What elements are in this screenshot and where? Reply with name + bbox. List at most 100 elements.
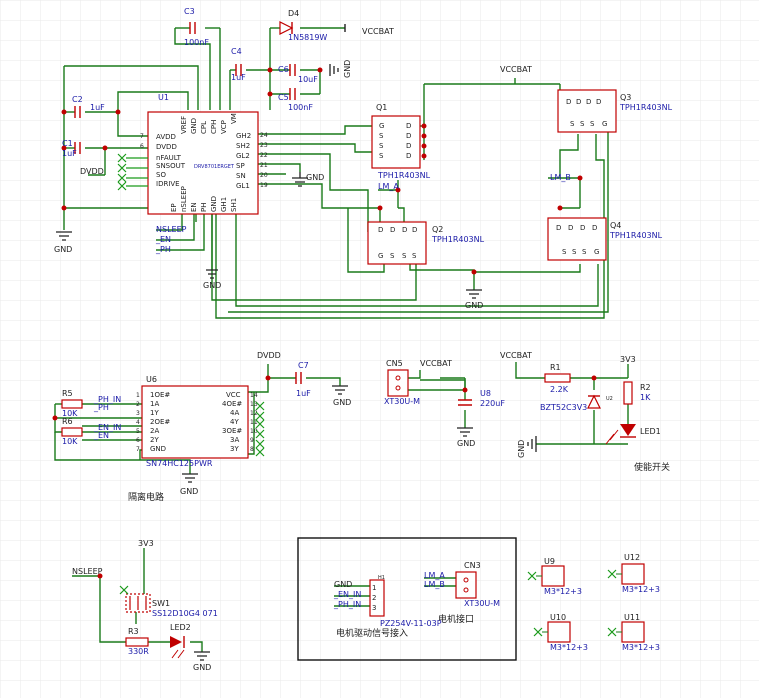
- u1-num-22: 22: [260, 152, 268, 159]
- u6-pins_left-0: 1OE#: [150, 391, 170, 399]
- u6-pins_right-6: 3Y: [230, 445, 239, 453]
- h1-part: PZ254V-11-03P: [380, 619, 442, 628]
- net-en-u1: _EN: [155, 235, 171, 244]
- gnd-label-led2: GND: [193, 663, 211, 672]
- u6-part: SN74HC125PWR: [146, 459, 213, 468]
- mounts-3-ref: U11: [624, 613, 640, 622]
- q_pins-d: D: [406, 132, 411, 140]
- net-lmb: LM_B: [550, 173, 571, 182]
- net-vccbat-r1: VCCBAT: [500, 351, 532, 360]
- h1-pins-2: 3: [372, 604, 376, 612]
- u6-numbers_right-0: 14: [250, 392, 258, 399]
- u1-pin-gnd-top: GND: [190, 118, 198, 134]
- net-vccbat-bridge: VCCBAT: [500, 65, 532, 74]
- net-ph-in-u6: _PH_IN: [93, 395, 121, 404]
- mount-u9[interactable]: U9 M3*12+3: [527, 557, 582, 596]
- gnd-label-u1: GND: [203, 281, 221, 290]
- u1-num-21: 21: [260, 162, 268, 169]
- u1-pin-sp: SP: [236, 162, 245, 170]
- cn5-connector[interactable]: CN5 XT30U-M: [384, 359, 420, 406]
- d4-diode[interactable]: D4 1N5819W: [279, 9, 327, 42]
- u6-numbers_left-1: 2: [136, 401, 140, 408]
- u1-num-23: 23: [260, 142, 268, 149]
- net-lma: LM_A: [378, 182, 399, 191]
- caption-motor-port: 电机接口: [438, 613, 474, 625]
- mounts-2-ref: U10: [550, 613, 566, 622]
- u6-numbers_left-3: 4: [136, 419, 140, 426]
- c7-ref: C7: [298, 361, 309, 370]
- q1-mosfet[interactable]: GS SS DD DD Q1 TPH1R403NL: [371, 103, 431, 180]
- u8-val: 220uF: [480, 399, 505, 408]
- u6-pins_left-3: 2OE#: [150, 418, 170, 426]
- u1-pin-avdd: AVDD: [156, 133, 176, 141]
- zener-diode[interactable]: U2 BZT52C3V3: [540, 394, 613, 412]
- resistor-labels: R5 10K R6 10K R1 2.2K R2 1K R3 330R: [62, 363, 651, 656]
- mount-u12[interactable]: U12 M3*12+3: [607, 553, 660, 594]
- c2-val: 1uF: [90, 103, 105, 112]
- u6-pins_right-0: VCC: [226, 391, 241, 399]
- net-nsleep-u1: NSLEEP: [156, 225, 187, 234]
- u1-pin-ph: PH: [200, 203, 208, 213]
- net-en-u6: _EN: [93, 431, 109, 440]
- u6-no-connect-marks: [255, 401, 265, 457]
- u6-numbers_right-6: 8: [250, 446, 254, 453]
- h1-pins-0: 1: [372, 584, 376, 592]
- u6-numbers_right-1: 13: [250, 401, 258, 408]
- gnd-symbols: [56, 64, 537, 661]
- cn3-connector[interactable]: CN3 XT30U-M LM_A LM_B: [424, 561, 500, 608]
- q_pins-d: D: [568, 224, 573, 232]
- net-3v3-sw: 3V3: [138, 539, 154, 548]
- u1-part: DRV8701ERGET: [194, 164, 235, 170]
- resistors-r1-val: 2.2K: [550, 385, 569, 394]
- u1-pin-gh1: GH1: [220, 197, 228, 212]
- gnd-labels: GND GND GND GND GND GND GND GND GND GND: [54, 60, 526, 672]
- h1-connector[interactable]: H1 123 GND _EN_IN _PH_IN PZ254V-11-03P: [333, 575, 442, 628]
- c6-val: 10uF: [298, 75, 318, 84]
- q_pins-g: G: [378, 252, 383, 260]
- q_pins-s: S: [590, 120, 595, 128]
- u1-pin-vcp: VCP: [220, 120, 228, 134]
- u1-pin-en: EN: [190, 202, 198, 212]
- mounts-1-ref: U12: [624, 553, 640, 562]
- q_pins-d: D: [592, 224, 597, 232]
- u6-pins_left-1: 1A: [150, 400, 159, 408]
- resistors-r3-ref: R3: [128, 627, 139, 636]
- q_pins-g: G: [594, 248, 599, 256]
- u1-pin-cph: CPH: [210, 120, 218, 134]
- led2[interactable]: LED2: [170, 623, 191, 659]
- h1-pins-1: 2: [372, 594, 376, 602]
- q_pins-s: S: [572, 248, 577, 256]
- u6-pins_left-4: 2A: [150, 427, 159, 435]
- net-vccbat-cn5: VCCBAT: [420, 359, 452, 368]
- led1[interactable]: LED1: [605, 424, 661, 445]
- u6-pins_left-6: GND: [150, 445, 166, 453]
- u1-pin-gnd-bottom: GND: [210, 196, 218, 212]
- net-dvdd-u1: DVDD: [80, 167, 104, 176]
- u1-pin-dvdd: DVDD: [156, 143, 177, 151]
- mount-u10[interactable]: U10 M3*12+3: [533, 613, 588, 652]
- u1-pin-vref: VREF: [180, 116, 188, 134]
- u1-driver-ic[interactable]: U1 DRV8701ERGET nFAULT SNSOUT SO IDRIVE …: [117, 93, 268, 215]
- net-dvdd-u6: DVDD: [257, 351, 281, 360]
- sw1-switch[interactable]: SW1 SS12D10G4 071: [119, 585, 218, 618]
- q_pins-d: D: [406, 122, 411, 130]
- q1-ref: Q1: [376, 103, 387, 112]
- cn3-part: XT30U-M: [464, 599, 500, 608]
- q_pins-s: S: [580, 120, 585, 128]
- mount-u11[interactable]: U11 M3*12+3: [607, 613, 660, 652]
- u1-pin-gl1: GL1: [236, 182, 250, 190]
- u6-numbers_right-5: 9: [250, 437, 254, 444]
- q_pins-s: S: [570, 120, 575, 128]
- c4-val: 1uF: [231, 73, 246, 82]
- u1-pin-gh2: GH2: [236, 132, 251, 140]
- q_pins-d: D: [556, 224, 561, 232]
- q_pins-d: D: [378, 226, 383, 234]
- q_pins-g: G: [602, 120, 607, 128]
- nets-lmb: LM_B: [424, 580, 445, 589]
- u6-pins_right-2: 4A: [230, 409, 239, 417]
- u6-numbers_left-5: 6: [136, 437, 140, 444]
